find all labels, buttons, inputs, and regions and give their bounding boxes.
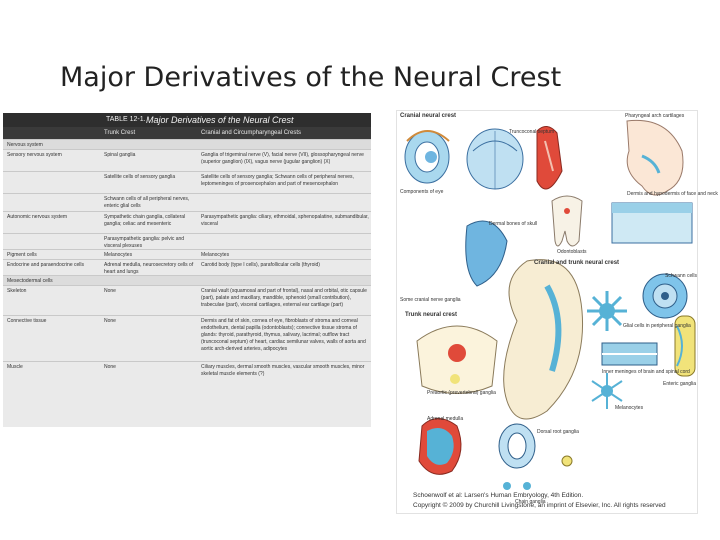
table-row: Muscle None Ciliary muscles, dermal smooth… [3, 361, 371, 380]
figure-heading-cranial-trunk: Cranial and trunk neural crest [534, 260, 620, 266]
spinal-section-illustration [416, 325, 498, 394]
figure-caption-source: Schoenwolf et al: Larsen's Human Embryol… [413, 492, 584, 499]
label-enteric: Enteric ganglia [663, 381, 697, 387]
face-profile-illustration [626, 119, 684, 196]
table-row: Autonomic nervous system Sympathetic chai… [3, 211, 371, 234]
table-cell-c2: Melanocytes [104, 252, 133, 258]
table-cell-c3: Satellite cells of sensory ganglia; Schw… [201, 174, 354, 187]
table-cell-c1: Sensory nervous system [7, 152, 62, 158]
table-row: Nervous system [3, 139, 371, 150]
table-cell-c3: Melanocytes [201, 252, 230, 258]
label-truncoconal: Truncoconal septum [509, 129, 555, 135]
column-header-trunk: Trunk Crest [104, 130, 136, 136]
label-dermal-bones: Dermal bones of skull [489, 221, 538, 227]
tooth-illustration [551, 195, 583, 247]
figure-heading-cranial: Cranial neural crest [400, 113, 457, 119]
table-cell-c1: Endocrine and paraendocrine cells [7, 262, 84, 268]
heart-illustration [536, 126, 563, 190]
table-cell-c3: Carotid body (type I cells), parafollicu… [201, 262, 320, 268]
table-cell-c1: Nervous system [7, 142, 43, 148]
table-cell-c3: Dermis and fat of skin, cornea of eye, f… [201, 318, 366, 352]
table-cell-c2: Spinal ganglia [104, 152, 136, 158]
adrenal-illustration [418, 418, 462, 475]
table-row: Skeleton None Cranial vault (squamosal and… [3, 285, 371, 316]
table-cell-c1: Muscle [7, 364, 23, 370]
table-cell-c2: Schwann cells of all peripheral nerves, … [104, 196, 190, 209]
table-cell-c2: None [104, 318, 116, 324]
label-adrenal: Adrenal medulla [427, 416, 464, 422]
table-cell-c1: Skeleton [7, 288, 27, 294]
table-cell-c3: Parasympathetic ganglia: ciliary, ethmoi… [201, 214, 369, 227]
table-cell-c2: Sympathetic chain ganglia, collateral ga… [104, 214, 186, 227]
table-cell-c1: Connective tissue [7, 318, 47, 324]
column-header-cranial: Cranial and Circumpharyngeal Crests [201, 130, 302, 136]
slide-title: Major Derivatives of the Neural Crest [60, 62, 562, 93]
table-row: Satellite cells of sensory ganglia Satell… [3, 171, 371, 194]
label-dermis: Dermis and hypodermis of face and neck [627, 191, 718, 197]
label-odontoblasts: Odontoblasts [557, 249, 587, 255]
schwann-cell-illustration [642, 273, 688, 319]
table-cell-c2: Parasympathetic ganglia: pelvic and visc… [104, 236, 185, 249]
label-glial: Glial cells in peripheral ganglia [623, 323, 691, 329]
figure-heading-trunk: Trunk neural crest [405, 312, 458, 318]
label-eye: Components of eye [400, 189, 444, 195]
table-cell-c1: Autonomic nervous system [7, 214, 68, 220]
melanocyte-illustration [591, 373, 623, 409]
eye-illustration [404, 130, 450, 184]
label-cranial-nerve: Some cranial nerve ganglia [400, 297, 461, 303]
table-row: Pigment cells Melanocytes Melanocytes [3, 249, 371, 260]
table-cell-c1: Mesectodermal cells [7, 278, 53, 284]
meninges-illustration [601, 342, 658, 366]
table-cell-c3: Ciliary muscles, dermal smooth muscles, … [201, 364, 365, 377]
neural-crest-figure: Cranial neural crest Cranial and trunk n… [396, 110, 718, 514]
table-row: Parasympathetic ganglia: pelvic and visc… [3, 233, 371, 250]
derivatives-table-image: TABLE 12-1. Major Derivatives of the Neu… [3, 113, 371, 427]
neural-crest-illustration [399, 113, 696, 490]
table-cell-c3: Ganglia of trigeminal nerve (V), facial … [201, 152, 364, 165]
table-cell-c3: Cranial vault (squamosal and part of fro… [201, 288, 367, 308]
table-row: Endocrine and paraendocrine cells Adrenal… [3, 259, 371, 276]
label-schwann: Schwann cells [665, 273, 697, 279]
enteric-gut-illustration [674, 315, 696, 377]
label-melanocytes: Melanocytes [615, 405, 644, 411]
table-number: TABLE 12-1. [106, 116, 146, 123]
brain-illustration [465, 220, 508, 287]
table-header-row: Trunk Crest Cranial and Circumpharyngeal… [3, 127, 371, 139]
label-dorsal-root: Dorsal root ganglia [537, 429, 579, 435]
table-title-bar: TABLE 12-1. Major Derivatives of the Neu… [3, 113, 371, 127]
table-name: Major Derivatives of the Neural Crest [146, 115, 294, 125]
table-cell-c2: Satellite cells of sensory ganglia [104, 174, 176, 180]
table-row: Connective tissue None Dermis and fat of s… [3, 315, 371, 362]
label-preaortic: Preaortic (prevertebral) ganglia [427, 390, 496, 396]
table-row: Mesectodermal cells [3, 275, 371, 286]
table-row: Schwann cells of all peripheral nerves, … [3, 193, 371, 212]
chain-ganglia-illustration [498, 423, 573, 490]
table-cell-c2: None [104, 288, 116, 294]
label-pharyngeal: Pharyngeal arch cartilages [625, 113, 685, 119]
table-cell-c1: Pigment cells [7, 252, 37, 258]
figure-caption-copyright: Copyright © 2009 by Churchill Livingston… [413, 502, 666, 509]
table-cell-c2: Adrenal medulla, neurosecretory cells of… [104, 262, 194, 275]
label-meninges: Inner meninges of brain and spinal cord [602, 369, 690, 375]
glial-cells-illustration [587, 291, 627, 331]
dermis-block-illustration [611, 202, 693, 244]
skull-illustration [466, 128, 524, 190]
table-row: Sensory nervous system Spinal ganglia Gang… [3, 149, 371, 172]
table-cell-c2: None [104, 364, 116, 370]
embryo-illustration [503, 259, 584, 420]
label-chain: Chain ganglia [515, 499, 546, 505]
